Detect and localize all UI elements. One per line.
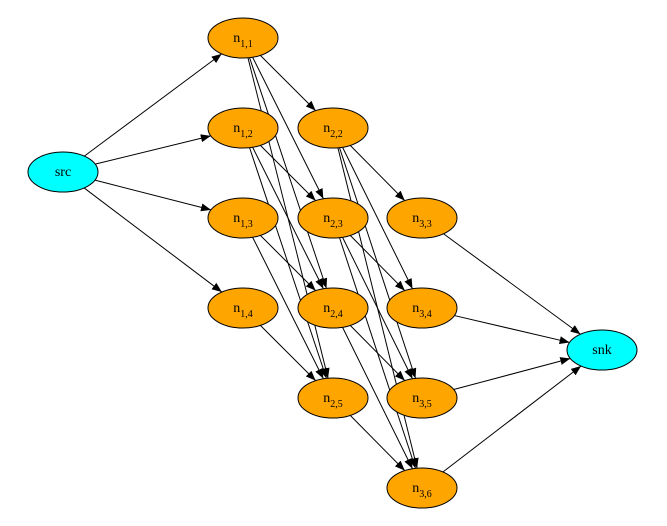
node-n25: n2,5 bbox=[297, 377, 369, 419]
node-label-subscript: 3,4 bbox=[419, 309, 432, 320]
node-label-n25: n2,5 bbox=[323, 391, 343, 410]
node-n33: n3,3 bbox=[386, 197, 458, 239]
node-shape-n36 bbox=[386, 467, 458, 509]
edge-n13-to-n25 bbox=[252, 237, 324, 379]
node-label-n12: n1,2 bbox=[233, 121, 253, 140]
edge-src-to-n13 bbox=[94, 179, 212, 212]
edge-src-to-n11 bbox=[84, 53, 222, 157]
node-label-main: n bbox=[233, 31, 240, 46]
edge-n12-to-n23 bbox=[260, 145, 316, 201]
node-n35: n3,5 bbox=[386, 377, 458, 419]
node-shape-n22 bbox=[297, 107, 369, 149]
edge-n36-to-snk bbox=[442, 365, 582, 473]
node-label-n23: n2,3 bbox=[323, 211, 343, 230]
edge-n25-to-n36 bbox=[349, 415, 406, 471]
node-label-main: n bbox=[323, 121, 330, 136]
node-label-main: n bbox=[412, 301, 419, 316]
edge-n23-to-n34 bbox=[349, 235, 406, 291]
node-label-n34: n3,4 bbox=[412, 301, 432, 320]
edge-n24-to-n35 bbox=[349, 325, 406, 381]
node-label-n35: n3,5 bbox=[412, 391, 432, 410]
node-label-subscript: 1,3 bbox=[240, 219, 253, 230]
node-n36: n3,6 bbox=[386, 467, 458, 509]
node-snk: snk bbox=[566, 329, 638, 371]
node-label-main: n bbox=[323, 391, 330, 406]
edge-n35-to-snk bbox=[453, 357, 571, 391]
node-label-n22: n2,2 bbox=[323, 121, 343, 140]
node-label-subscript: 2,4 bbox=[330, 309, 343, 320]
node-n24: n2,4 bbox=[297, 287, 369, 329]
node-shape-n33 bbox=[386, 197, 458, 239]
node-label-subscript: 3,3 bbox=[419, 219, 432, 230]
node-label-subscript: 2,3 bbox=[330, 219, 343, 230]
node-n12: n1,2 bbox=[207, 107, 279, 149]
edge-n22-to-n33 bbox=[349, 145, 406, 201]
node-n11: n1,1 bbox=[207, 17, 279, 59]
node-shape-n35 bbox=[386, 377, 458, 419]
node-label-subscript: 1,2 bbox=[240, 129, 253, 140]
node-shape-n23 bbox=[297, 197, 369, 239]
node-label-main: n bbox=[233, 121, 240, 136]
node-n13: n1,3 bbox=[207, 197, 279, 239]
node-label-n33: n3,3 bbox=[412, 211, 432, 230]
node-n23: n2,3 bbox=[297, 197, 369, 239]
node-label-main: snk bbox=[592, 343, 611, 358]
node-label-subscript: 2,5 bbox=[330, 399, 343, 410]
node-n22: n2,2 bbox=[297, 107, 369, 149]
edge-layer bbox=[83, 53, 582, 473]
node-shape-n14 bbox=[207, 287, 279, 329]
node-shape-src bbox=[27, 151, 99, 193]
node-label-main: n bbox=[233, 211, 240, 226]
node-n34: n3,4 bbox=[386, 287, 458, 329]
node-label-subscript: 1,1 bbox=[240, 39, 253, 50]
node-label-main: n bbox=[412, 391, 419, 406]
node-label-main: n bbox=[323, 301, 330, 316]
node-shape-n12 bbox=[207, 107, 279, 149]
edge-n11-to-n22 bbox=[260, 55, 316, 111]
edge-n22-to-n34 bbox=[342, 147, 413, 289]
edge-n33-to-snk bbox=[443, 233, 581, 335]
node-layer: srcsnkn1,1n1,2n1,3n1,4n2,2n2,3n2,4n2,5n3… bbox=[27, 17, 638, 509]
node-label-main: n bbox=[412, 211, 419, 226]
node-shape-n13 bbox=[207, 197, 279, 239]
edge-n13-to-n24 bbox=[260, 235, 316, 291]
node-shape-n11 bbox=[207, 17, 279, 59]
edge-n24-to-n36 bbox=[342, 327, 413, 469]
node-label-n24: n2,4 bbox=[323, 301, 343, 320]
node-label-subscript: 2,2 bbox=[330, 129, 343, 140]
node-label-snk: snk bbox=[592, 343, 611, 358]
edge-n12-to-n24 bbox=[252, 147, 324, 289]
node-shape-n24 bbox=[297, 287, 369, 329]
edge-src-to-n14 bbox=[83, 187, 223, 293]
node-label-subscript: 1,4 bbox=[240, 309, 253, 320]
node-label-n36: n3,6 bbox=[412, 481, 432, 500]
node-label-src: src bbox=[55, 165, 71, 180]
node-label-n14: n1,4 bbox=[233, 301, 253, 320]
edge-n14-to-n25 bbox=[260, 325, 316, 381]
node-shape-snk bbox=[566, 329, 638, 371]
node-shape-n25 bbox=[297, 377, 369, 419]
node-label-main: n bbox=[323, 211, 330, 226]
node-src: src bbox=[27, 151, 99, 193]
edge-n11-to-n23 bbox=[252, 57, 324, 199]
node-label-n13: n1,3 bbox=[233, 211, 253, 230]
node-shape-n34 bbox=[386, 287, 458, 329]
node-n14: n1,4 bbox=[207, 287, 279, 329]
node-label-main: n bbox=[233, 301, 240, 316]
edge-n23-to-n35 bbox=[342, 237, 413, 379]
edge-src-to-n12 bbox=[95, 134, 211, 165]
node-label-subscript: 3,6 bbox=[419, 489, 432, 500]
node-label-n11: n1,1 bbox=[233, 31, 253, 50]
node-label-subscript: 3,5 bbox=[419, 399, 432, 410]
node-label-main: src bbox=[55, 165, 71, 180]
node-label-main: n bbox=[412, 481, 419, 496]
edge-n34-to-snk bbox=[454, 315, 570, 345]
